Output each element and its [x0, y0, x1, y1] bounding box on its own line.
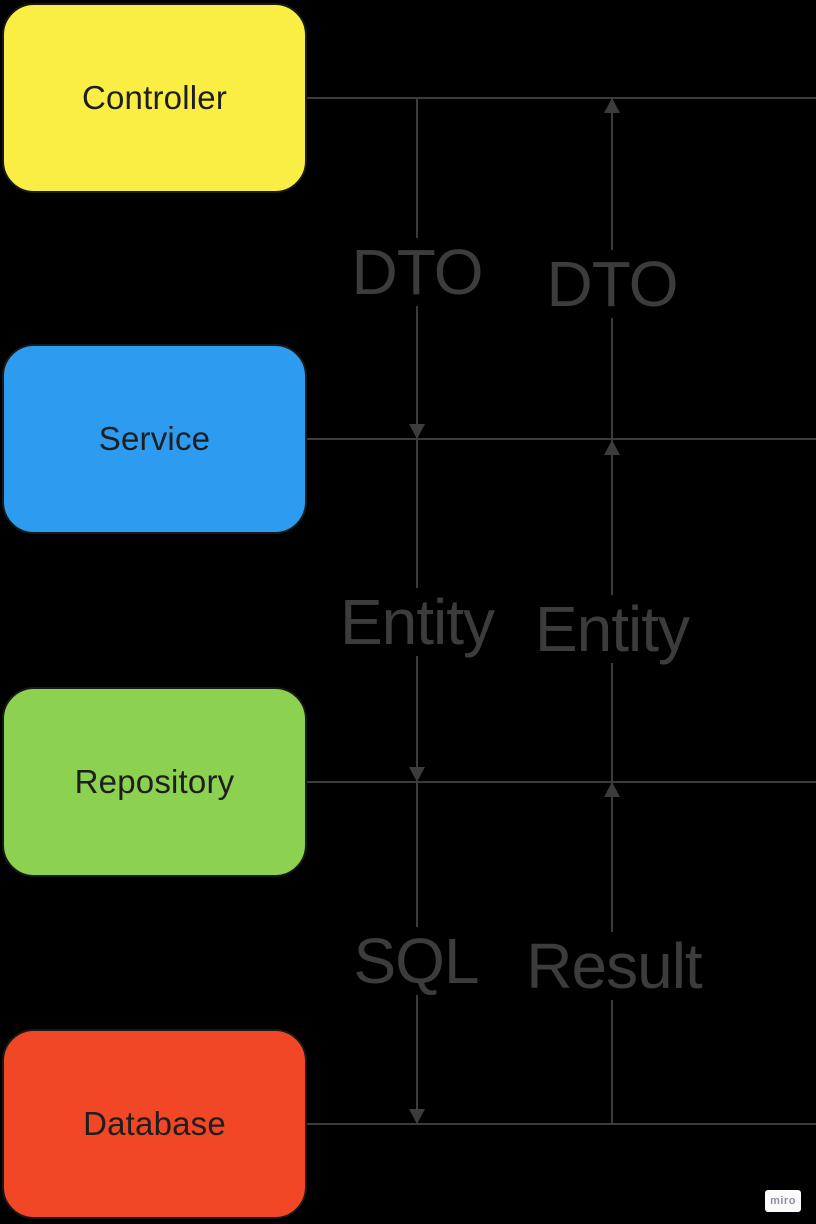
connector-label-result-up[interactable]: Result — [514, 932, 714, 1000]
node-service[interactable]: Service — [2, 344, 307, 534]
connector-label-entity-down[interactable]: Entity — [327, 588, 507, 656]
node-database-label: Database — [83, 1105, 226, 1142]
node-service-label: Service — [98, 420, 211, 457]
service-rail-line — [307, 438, 816, 440]
controller-rail-line — [307, 97, 816, 99]
sql-down-arrowhead-icon — [409, 1109, 425, 1124]
connector-label-dto-up[interactable]: DTO — [534, 250, 690, 318]
miro-logo-watermark[interactable]: miro — [765, 1190, 801, 1212]
connector-label-sql-down[interactable]: SQL — [341, 927, 491, 995]
node-controller-label: Controller — [81, 79, 228, 116]
entity-up-arrowhead-icon — [604, 440, 620, 455]
node-repository-label: Repository — [74, 763, 235, 800]
connector-label-entity-up[interactable]: Entity — [522, 595, 702, 663]
database-rail-line — [307, 1123, 816, 1125]
connector-label-dto-down[interactable]: DTO — [339, 238, 495, 306]
dto-up-arrowhead-icon — [604, 98, 620, 113]
result-up-arrowhead-icon — [604, 782, 620, 797]
node-repository[interactable]: Repository — [2, 687, 307, 877]
node-database[interactable]: Database — [2, 1029, 307, 1219]
dto-down-arrowhead-icon — [409, 424, 425, 439]
node-controller[interactable]: Controller — [2, 3, 307, 193]
repository-rail-line — [307, 781, 816, 783]
entity-down-arrowhead-icon — [409, 767, 425, 782]
